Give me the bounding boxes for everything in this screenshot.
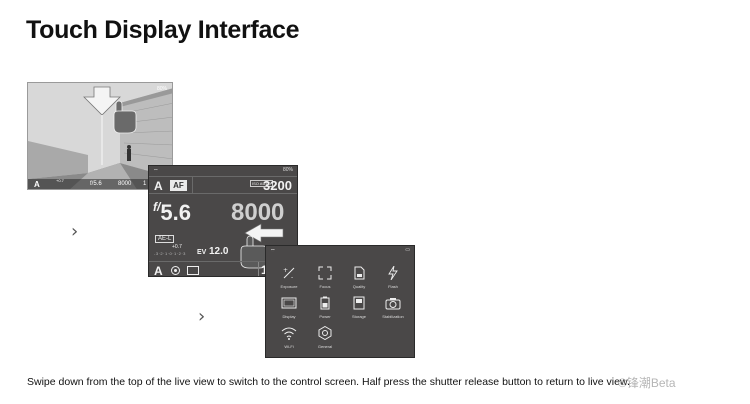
aperture-value: 5.6 <box>160 200 191 225</box>
wifi-icon <box>281 327 297 340</box>
af-button[interactable]: AF <box>170 180 187 191</box>
stabilization-icon <box>385 298 401 310</box>
live-view-screen[interactable]: 80% A +0.7 f/5.6 8000 1 <box>27 82 173 190</box>
wifi-icon: ⌔ <box>270 249 276 255</box>
divider <box>258 262 259 276</box>
control-bottom-bar: A 1 <box>149 261 297 277</box>
mode-button[interactable]: A <box>154 264 163 277</box>
exposure-icon: +- <box>283 267 295 280</box>
mode-button[interactable]: A <box>154 179 163 193</box>
menu-item-label: Stabilization <box>382 314 404 319</box>
swipe-left-hand-icon <box>240 223 284 269</box>
ev-label: EV <box>197 249 207 256</box>
menu-item-wifi[interactable]: Wi-Fi <box>272 326 306 354</box>
menu-item-storage[interactable]: Storage <box>342 296 376 324</box>
page-title: Touch Display Interface <box>26 16 300 44</box>
battery-icon: ▭ <box>405 247 410 253</box>
svg-text:-: - <box>291 274 293 280</box>
svg-text:+: + <box>283 267 288 274</box>
aperture-control[interactable]: f/5.6 <box>153 200 191 226</box>
caption-text: Swipe down from the top of the live view… <box>27 376 630 388</box>
ae-lock-button[interactable]: AE-L <box>155 235 175 243</box>
aspect-ratio-icon[interactable] <box>187 266 199 275</box>
menu-item-label: Exposure <box>280 284 298 289</box>
aperture-label: f/5.6 <box>90 181 102 187</box>
focus-icon <box>318 266 332 280</box>
wifi-icon: ⌔ <box>153 169 159 175</box>
menu-item-label: Display <box>282 314 296 319</box>
menu-item-label: Quality <box>352 284 366 289</box>
menu-item-label: Storage <box>351 314 366 319</box>
menu-item-stabilization[interactable]: Stabilization <box>376 296 410 324</box>
menu-screen[interactable]: ⌔ ▭ +- Exposure Focus Quality Flash Disp… <box>265 245 415 358</box>
status-bar: ⌔ 80% <box>149 166 297 175</box>
menu-item-label: Flash <box>388 284 398 289</box>
hand-pointer-icon <box>113 100 137 134</box>
ev-value[interactable]: 12.0 <box>209 246 229 257</box>
shutter-label: 8000 <box>118 181 132 187</box>
bottom-partial-value: 1 <box>261 263 268 276</box>
menu-item-label: Wi-Fi <box>284 344 294 349</box>
menu-item-display[interactable]: Display <box>272 296 306 324</box>
iso-label: 1 <box>143 181 147 187</box>
divider <box>192 177 193 194</box>
ev-offset-label: +0.7 <box>56 178 64 183</box>
control-screen[interactable]: ⌔ 80% A AF ISO AUTO 3200 f/5.6 8000 AE-L… <box>148 165 298 277</box>
battery-indicator: 80% <box>282 167 293 173</box>
status-bar: ⌔ ▭ <box>266 246 414 255</box>
menu-item-focus[interactable]: Focus <box>308 266 342 294</box>
ev-offset-label: +0.7 <box>172 244 182 250</box>
menu-item-quality[interactable]: Quality <box>342 266 376 294</box>
chevron-right-icon: › <box>71 221 79 242</box>
general-icon <box>318 326 332 340</box>
exposure-meter: -3·2·1·0·1·2·3 <box>154 251 186 256</box>
aperture-prefix: f/ <box>153 200 161 214</box>
menu-item-label: Power <box>319 314 331 319</box>
menu-item-label: General <box>317 344 333 349</box>
menu-item-exposure[interactable]: +- Exposure <box>272 266 306 294</box>
battery-indicator: 80% <box>156 86 167 92</box>
shutter-value[interactable]: 8000 <box>231 199 285 226</box>
mode-label: A <box>34 180 40 189</box>
flash-icon <box>388 266 398 280</box>
iso-auto-label: ISO AUTO <box>250 180 273 187</box>
chevron-right-icon: › <box>198 306 206 327</box>
quality-icon <box>354 266 365 280</box>
power-icon <box>320 296 330 310</box>
iso-value[interactable]: 3200 <box>263 178 292 193</box>
menu-item-general[interactable]: General <box>308 326 342 354</box>
arrow-down-icon <box>83 86 121 116</box>
display-icon <box>281 297 297 309</box>
watermark: ©锋潮Beta <box>618 376 676 390</box>
menu-item-flash[interactable]: Flash <box>376 266 410 294</box>
control-top-row: A AF ISO AUTO 3200 <box>149 176 297 194</box>
menu-item-power[interactable]: Power <box>308 296 342 324</box>
live-view-scene <box>28 83 172 189</box>
storage-icon <box>353 296 365 310</box>
menu-item-label: Focus <box>319 284 331 289</box>
shooting-mode-icon[interactable] <box>171 266 180 275</box>
